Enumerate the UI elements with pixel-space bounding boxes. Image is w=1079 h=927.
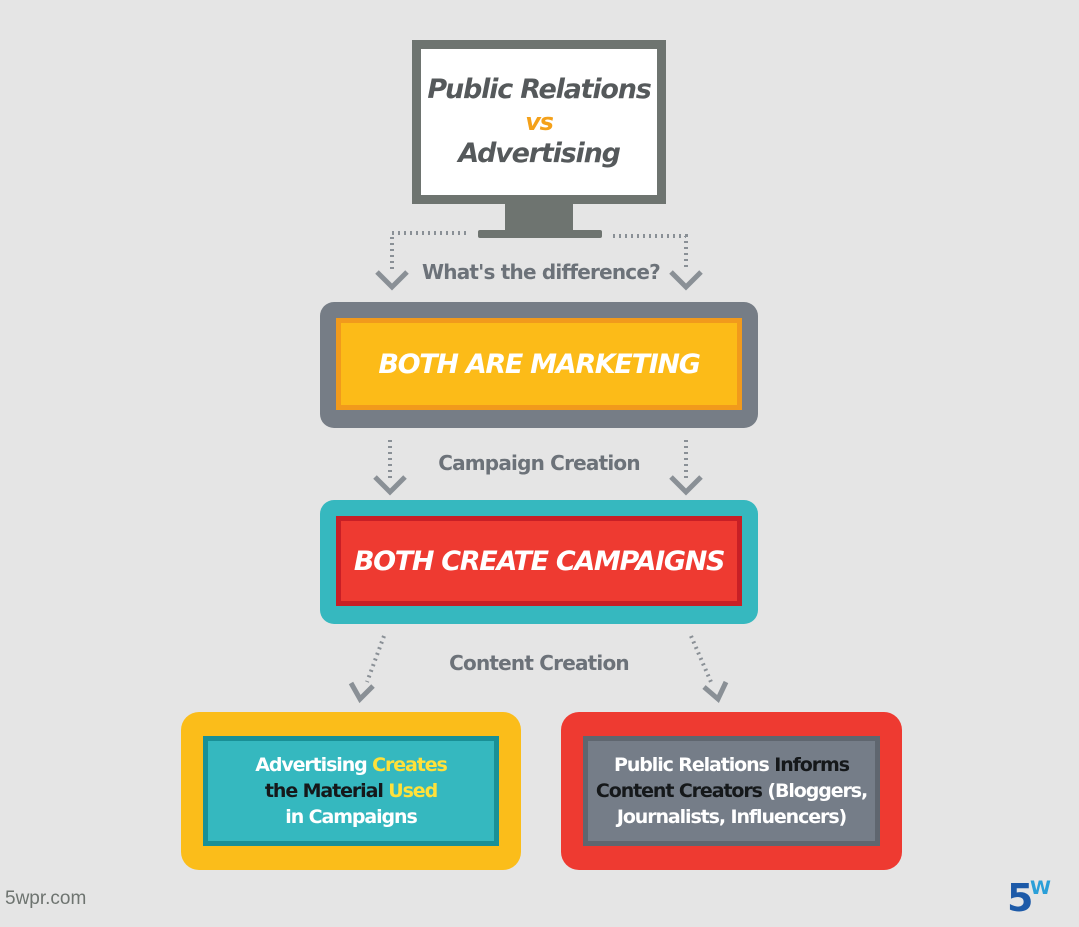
label-content-creation: Content Creation bbox=[449, 651, 630, 675]
monitor-base bbox=[478, 230, 602, 238]
advertising-line-2-a: the Material bbox=[264, 780, 384, 802]
svg-text:5: 5 bbox=[1007, 876, 1033, 914]
pr-line-1-a: Public Relations bbox=[614, 754, 770, 776]
advertising-line-1-b: Creates bbox=[366, 754, 448, 776]
advertising-box: Advertising Creates the Material Used in… bbox=[203, 736, 499, 846]
title-advertising: Advertising bbox=[458, 138, 621, 169]
pr-line-2: Content Creators (Bloggers, bbox=[595, 778, 868, 804]
arrow-right-3 bbox=[689, 635, 713, 683]
5w-logo: 5 W bbox=[1007, 876, 1051, 914]
advertising-line-3: in Campaigns bbox=[285, 804, 417, 830]
svg-text:W: W bbox=[1030, 877, 1051, 899]
label-campaign-creation: Campaign Creation bbox=[438, 451, 640, 475]
label-whats-the-difference: What's the difference? bbox=[422, 260, 661, 284]
pr-box: Public Relations Informs Content Creator… bbox=[583, 736, 880, 846]
advertising-line-2-b: Used bbox=[382, 780, 438, 802]
pr-line-3: Journalists, Influencers) bbox=[616, 804, 847, 830]
arrowhead-left-2 bbox=[373, 475, 407, 496]
pr-line-1-b: Informs bbox=[768, 754, 850, 776]
arrow-right-1 bbox=[613, 234, 688, 270]
pr-line-3-a: Journalists, Influencers) bbox=[616, 806, 847, 828]
title-public-relations: Public Relations bbox=[427, 74, 652, 105]
pr-line-1: Public Relations Informs bbox=[614, 752, 850, 778]
footer-domain: 5wpr.com bbox=[5, 888, 87, 909]
advertising-line-1: Advertising Creates bbox=[255, 752, 448, 778]
arrowhead-right-2 bbox=[669, 475, 703, 496]
arrowhead-left-3 bbox=[348, 681, 375, 704]
pr-line-2-a: Content Creators bbox=[595, 780, 763, 802]
monitor-screen: Public Relations vs Advertising bbox=[412, 40, 666, 204]
arrow-left-3 bbox=[365, 635, 386, 683]
monitor-stand bbox=[505, 204, 573, 232]
campaigns-box: BOTH CREATE CAMPAIGNS bbox=[336, 516, 742, 606]
marketing-box: BOTH ARE MARKETING bbox=[336, 318, 742, 410]
arrow-left-1 bbox=[390, 231, 466, 270]
arrowhead-right-1 bbox=[669, 270, 703, 291]
advertising-line-1-a: Advertising bbox=[255, 754, 368, 776]
arrowhead-left-1 bbox=[375, 270, 409, 291]
pr-line-2-b: (Bloggers, bbox=[761, 780, 868, 802]
advertising-line-3-a: in Campaigns bbox=[285, 806, 417, 828]
advertising-line-2: the Material Used bbox=[264, 778, 438, 804]
title-vs: vs bbox=[525, 108, 554, 136]
arrowhead-right-3 bbox=[702, 680, 729, 704]
